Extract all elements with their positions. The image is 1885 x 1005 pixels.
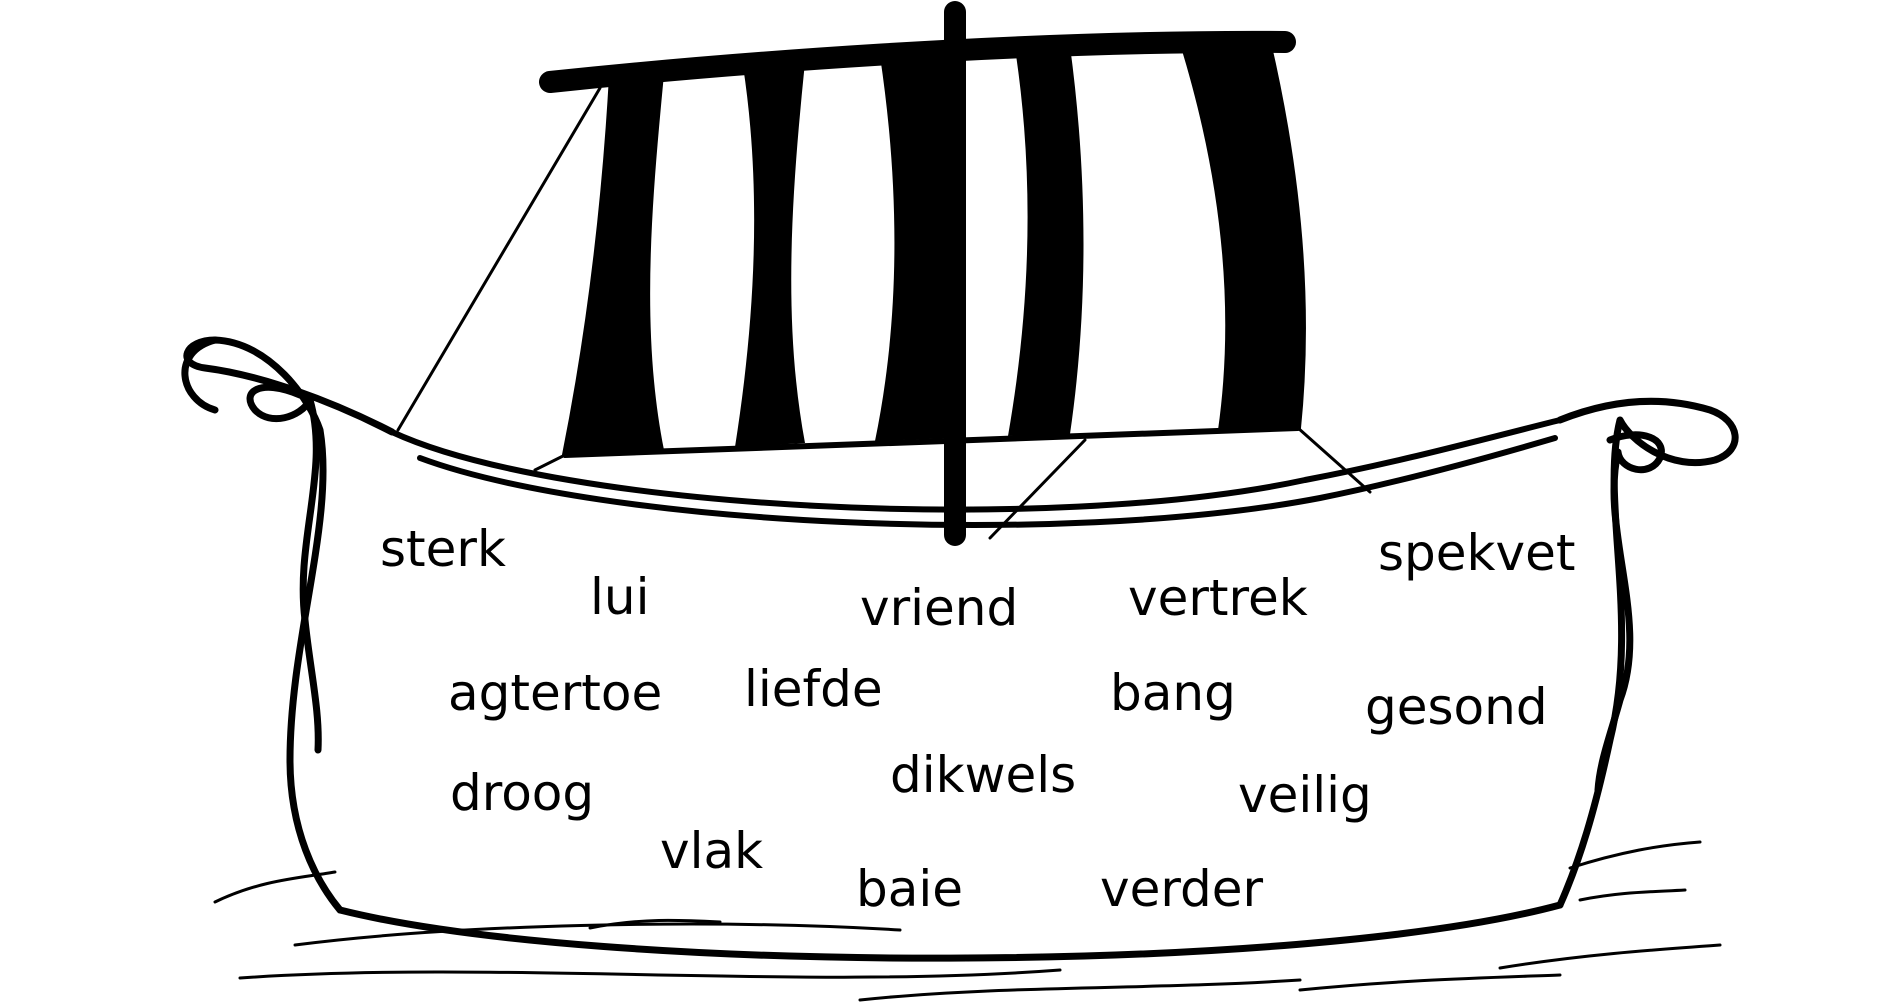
word-bang: bang bbox=[1110, 664, 1236, 722]
gunwale-top bbox=[389, 417, 1563, 513]
water bbox=[213, 840, 1722, 1002]
word-sterk: sterk bbox=[380, 520, 506, 578]
word-vlak: vlak bbox=[660, 822, 763, 880]
left-prow-inner bbox=[246, 383, 322, 754]
hull-bottom bbox=[336, 901, 1564, 962]
word-vertrek: vertrek bbox=[1128, 569, 1308, 627]
word-liefde: liefde bbox=[744, 660, 883, 718]
rigging-left-low bbox=[533, 453, 567, 472]
viking-longship-icon bbox=[181, 1, 1739, 1002]
word-gesond: gesond bbox=[1365, 678, 1548, 736]
rigging-left bbox=[396, 86, 602, 432]
right-prow-inner bbox=[1594, 431, 1665, 794]
word-list: sterk lui vriend vertrek spekvet agterto… bbox=[380, 520, 1575, 918]
sail bbox=[565, 42, 1303, 455]
word-vriend: vriend bbox=[860, 579, 1018, 637]
word-veilig: veilig bbox=[1238, 766, 1372, 824]
word-agtertoe: agtertoe bbox=[448, 664, 662, 722]
rigging-right bbox=[1296, 426, 1372, 494]
gunwale-bottom bbox=[417, 435, 1558, 528]
word-baie: baie bbox=[856, 860, 963, 918]
sail-outline bbox=[562, 39, 1306, 458]
word-droog: droog bbox=[450, 764, 594, 822]
left-hull-outer bbox=[181, 336, 219, 414]
right-prow bbox=[1556, 397, 1739, 909]
word-spekvet: spekvet bbox=[1378, 524, 1575, 582]
left-prow bbox=[183, 336, 396, 914]
rigging-center bbox=[988, 438, 1087, 540]
word-dikwels: dikwels bbox=[890, 746, 1076, 804]
word-verder: verder bbox=[1100, 860, 1264, 918]
yard bbox=[539, 30, 1296, 93]
word-lui: lui bbox=[590, 568, 649, 626]
